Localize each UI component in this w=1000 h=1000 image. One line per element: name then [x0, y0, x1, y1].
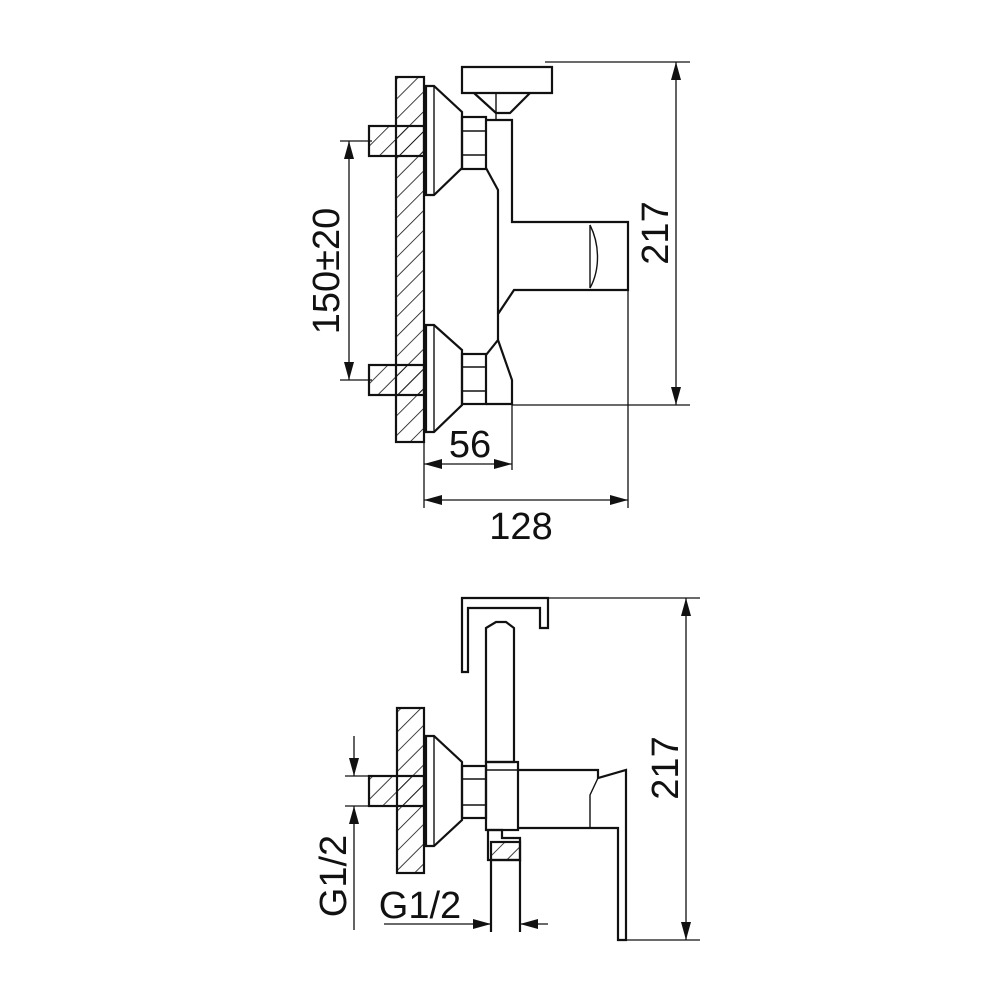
- thread-vertical-label: G1/2: [313, 835, 355, 917]
- bottom-stem: [484, 620, 516, 764]
- total-depth-label: 128: [489, 506, 552, 548]
- bottom-body-collar: [484, 760, 520, 832]
- bottom-outlet-cap: [486, 828, 522, 862]
- top-upper-pipe: [367, 124, 426, 158]
- top-body-upper: [485, 118, 630, 356]
- bottom-handle-lever: [460, 596, 550, 674]
- top-lower-nut: [460, 352, 488, 406]
- top-view: 217 150±20 56 128: [306, 61, 690, 548]
- bottom-pipe: [367, 774, 426, 808]
- bottom-outlet-hatch: [489, 840, 522, 862]
- bottom-view: 217 G1/2 G1/2: [313, 596, 700, 942]
- top-body-lower: [486, 339, 514, 406]
- bottom-nut: [460, 764, 488, 820]
- bottom-escutcheon: [424, 734, 464, 848]
- top-upper-nut: [460, 115, 488, 171]
- wall-to-body-label: 56: [449, 424, 491, 466]
- top-upper-escutcheon: [424, 84, 464, 197]
- top-handle-lever: [460, 65, 554, 95]
- bottom-body: [518, 768, 628, 942]
- top-handle-neck: [473, 92, 531, 115]
- bottom-height-label: 217: [645, 736, 687, 799]
- top-spout-curve: [589, 224, 599, 289]
- top-height-label: 217: [635, 201, 677, 264]
- top-body-left: [485, 167, 500, 314]
- top-lower-pipe: [367, 363, 426, 397]
- thread-horizontal-label: G1/2: [379, 885, 461, 927]
- inlet-spacing-label: 150±20: [306, 208, 348, 335]
- top-lower-escutcheon: [424, 323, 464, 434]
